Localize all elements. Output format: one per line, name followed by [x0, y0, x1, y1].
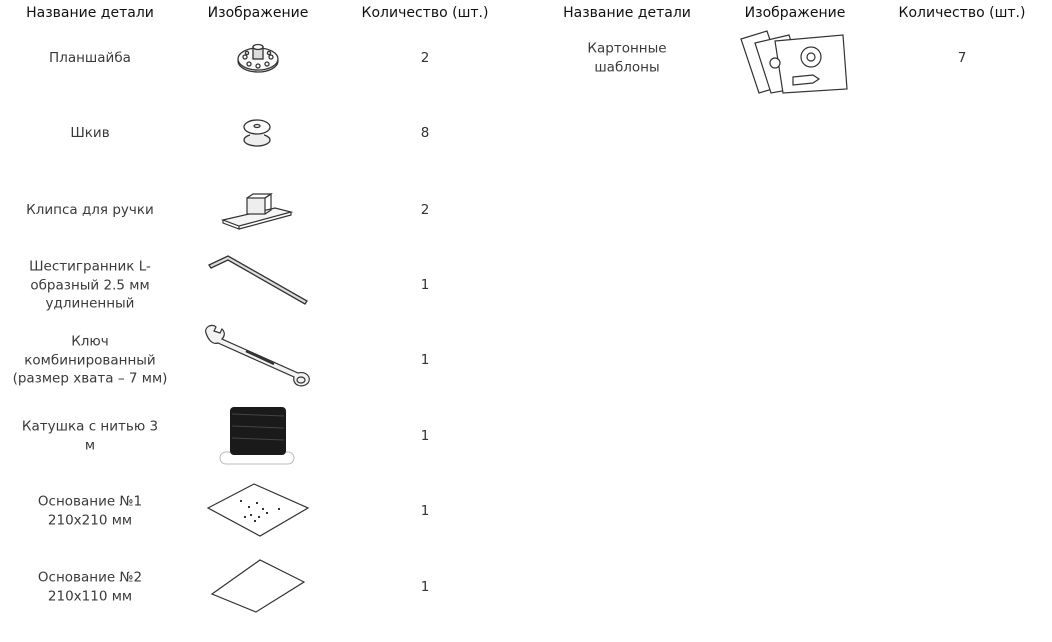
part-quantity: 8: [420, 124, 430, 141]
part-quantity: 2: [420, 201, 430, 218]
header-image: Изображение: [207, 5, 309, 21]
base-plate-1-icon: [206, 483, 310, 537]
part-name: Шестигранник L-образный 2.5 мм удлиненны…: [29, 258, 151, 312]
part-quantity: 7: [957, 49, 967, 66]
part-quantity: 1: [420, 351, 430, 368]
header-image: Изображение: [744, 5, 846, 21]
part-name: Клипса для ручки: [26, 201, 154, 218]
pulley-icon: [243, 119, 271, 147]
part-quantity: 2: [420, 49, 430, 66]
part-name: Ключ комбинированный (размер хвата – 7 м…: [12, 333, 168, 387]
header-quantity: Количество (шт.): [361, 5, 489, 21]
faceplate-icon: [237, 43, 279, 73]
header-quantity: Количество (шт.): [898, 5, 1026, 21]
part-name: Основание №1 210х210 мм: [37, 493, 143, 529]
part-name: Картонные шаблоны: [587, 40, 667, 76]
part-name: Шкив: [70, 124, 110, 141]
base-plate-2-icon: [210, 559, 306, 613]
header-name: Название детали: [26, 5, 154, 21]
hex-key-icon: [208, 255, 308, 305]
header-name: Название детали: [563, 5, 691, 21]
part-name: Катушка с нитью 3 м: [21, 418, 159, 454]
part-quantity: 1: [420, 578, 430, 595]
part-quantity: 1: [420, 502, 430, 519]
part-name: Основание №2 210х110 мм: [37, 569, 143, 605]
cardboard-templates-icon: [740, 30, 848, 94]
wrench-icon: [205, 324, 310, 387]
part-quantity: 1: [420, 276, 430, 293]
part-quantity: 1: [420, 427, 430, 444]
thread-spool-icon: [219, 407, 295, 465]
part-name: Планшайба: [49, 49, 131, 66]
handle-clip-icon: [220, 192, 294, 230]
